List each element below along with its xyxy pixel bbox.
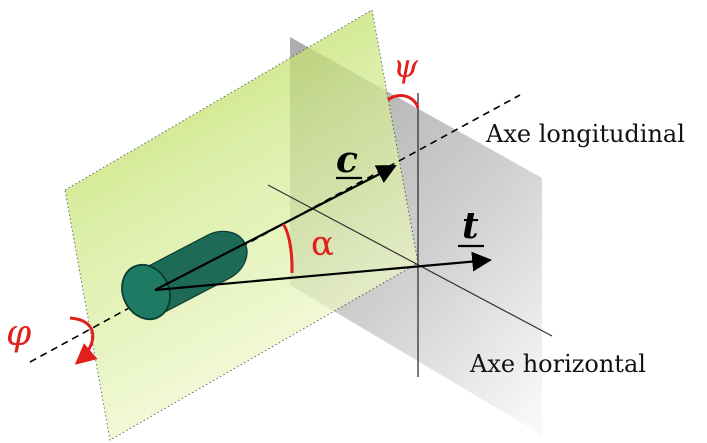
vector-t-arrow	[154, 251, 492, 292]
label-angle-psi: ψ	[393, 47, 419, 85]
psi-angle-arc	[387, 94, 420, 109]
cylinder-body	[121, 230, 248, 321]
label-vector-t: t	[462, 205, 479, 247]
label-angle-phi: φ	[6, 313, 32, 354]
horizontal-axis-line	[267, 184, 553, 337]
label-axe-horizontal: Axe horizontal	[469, 350, 646, 378]
label-axe-longitudinal: Axe longitudinal	[485, 120, 685, 148]
vector-c-arrow	[154, 165, 397, 291]
label-angle-alpha: α	[311, 224, 334, 264]
alpha-angle-arc	[281, 223, 294, 274]
phi-rotation-arrow	[69, 316, 98, 365]
green-tilted-plane	[64, 9, 419, 441]
label-vector-c: c	[336, 139, 358, 181]
